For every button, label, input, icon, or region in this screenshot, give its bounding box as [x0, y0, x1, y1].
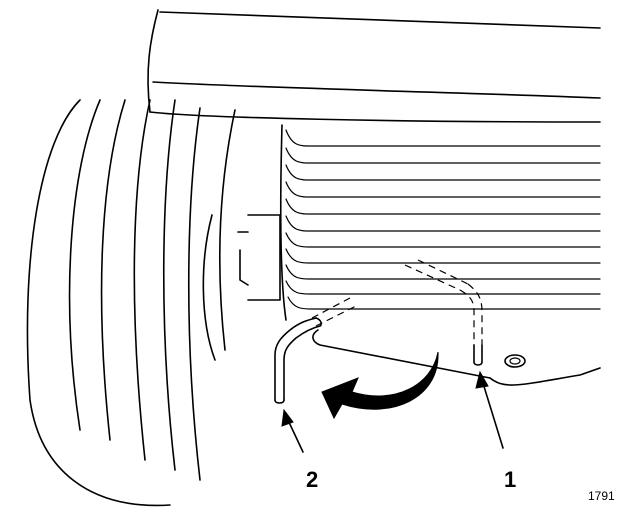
hood-cover	[147, 9, 601, 123]
base-plate	[312, 329, 601, 386]
callout-label-2: 2	[306, 467, 318, 492]
fins	[285, 129, 601, 310]
rotation-arrow	[321, 351, 439, 420]
leader-arrow-1	[475, 370, 504, 449]
wheel-hub	[237, 214, 281, 301]
latch-rod-2	[274, 297, 357, 404]
figure-number: 1791	[588, 489, 615, 503]
leader-arrow-2	[281, 408, 304, 453]
mounting-hole	[504, 354, 526, 368]
tire	[26, 99, 236, 507]
latch-rod-1	[404, 259, 483, 366]
frame-edge	[280, 124, 287, 321]
callout-label-1: 1	[504, 467, 516, 492]
